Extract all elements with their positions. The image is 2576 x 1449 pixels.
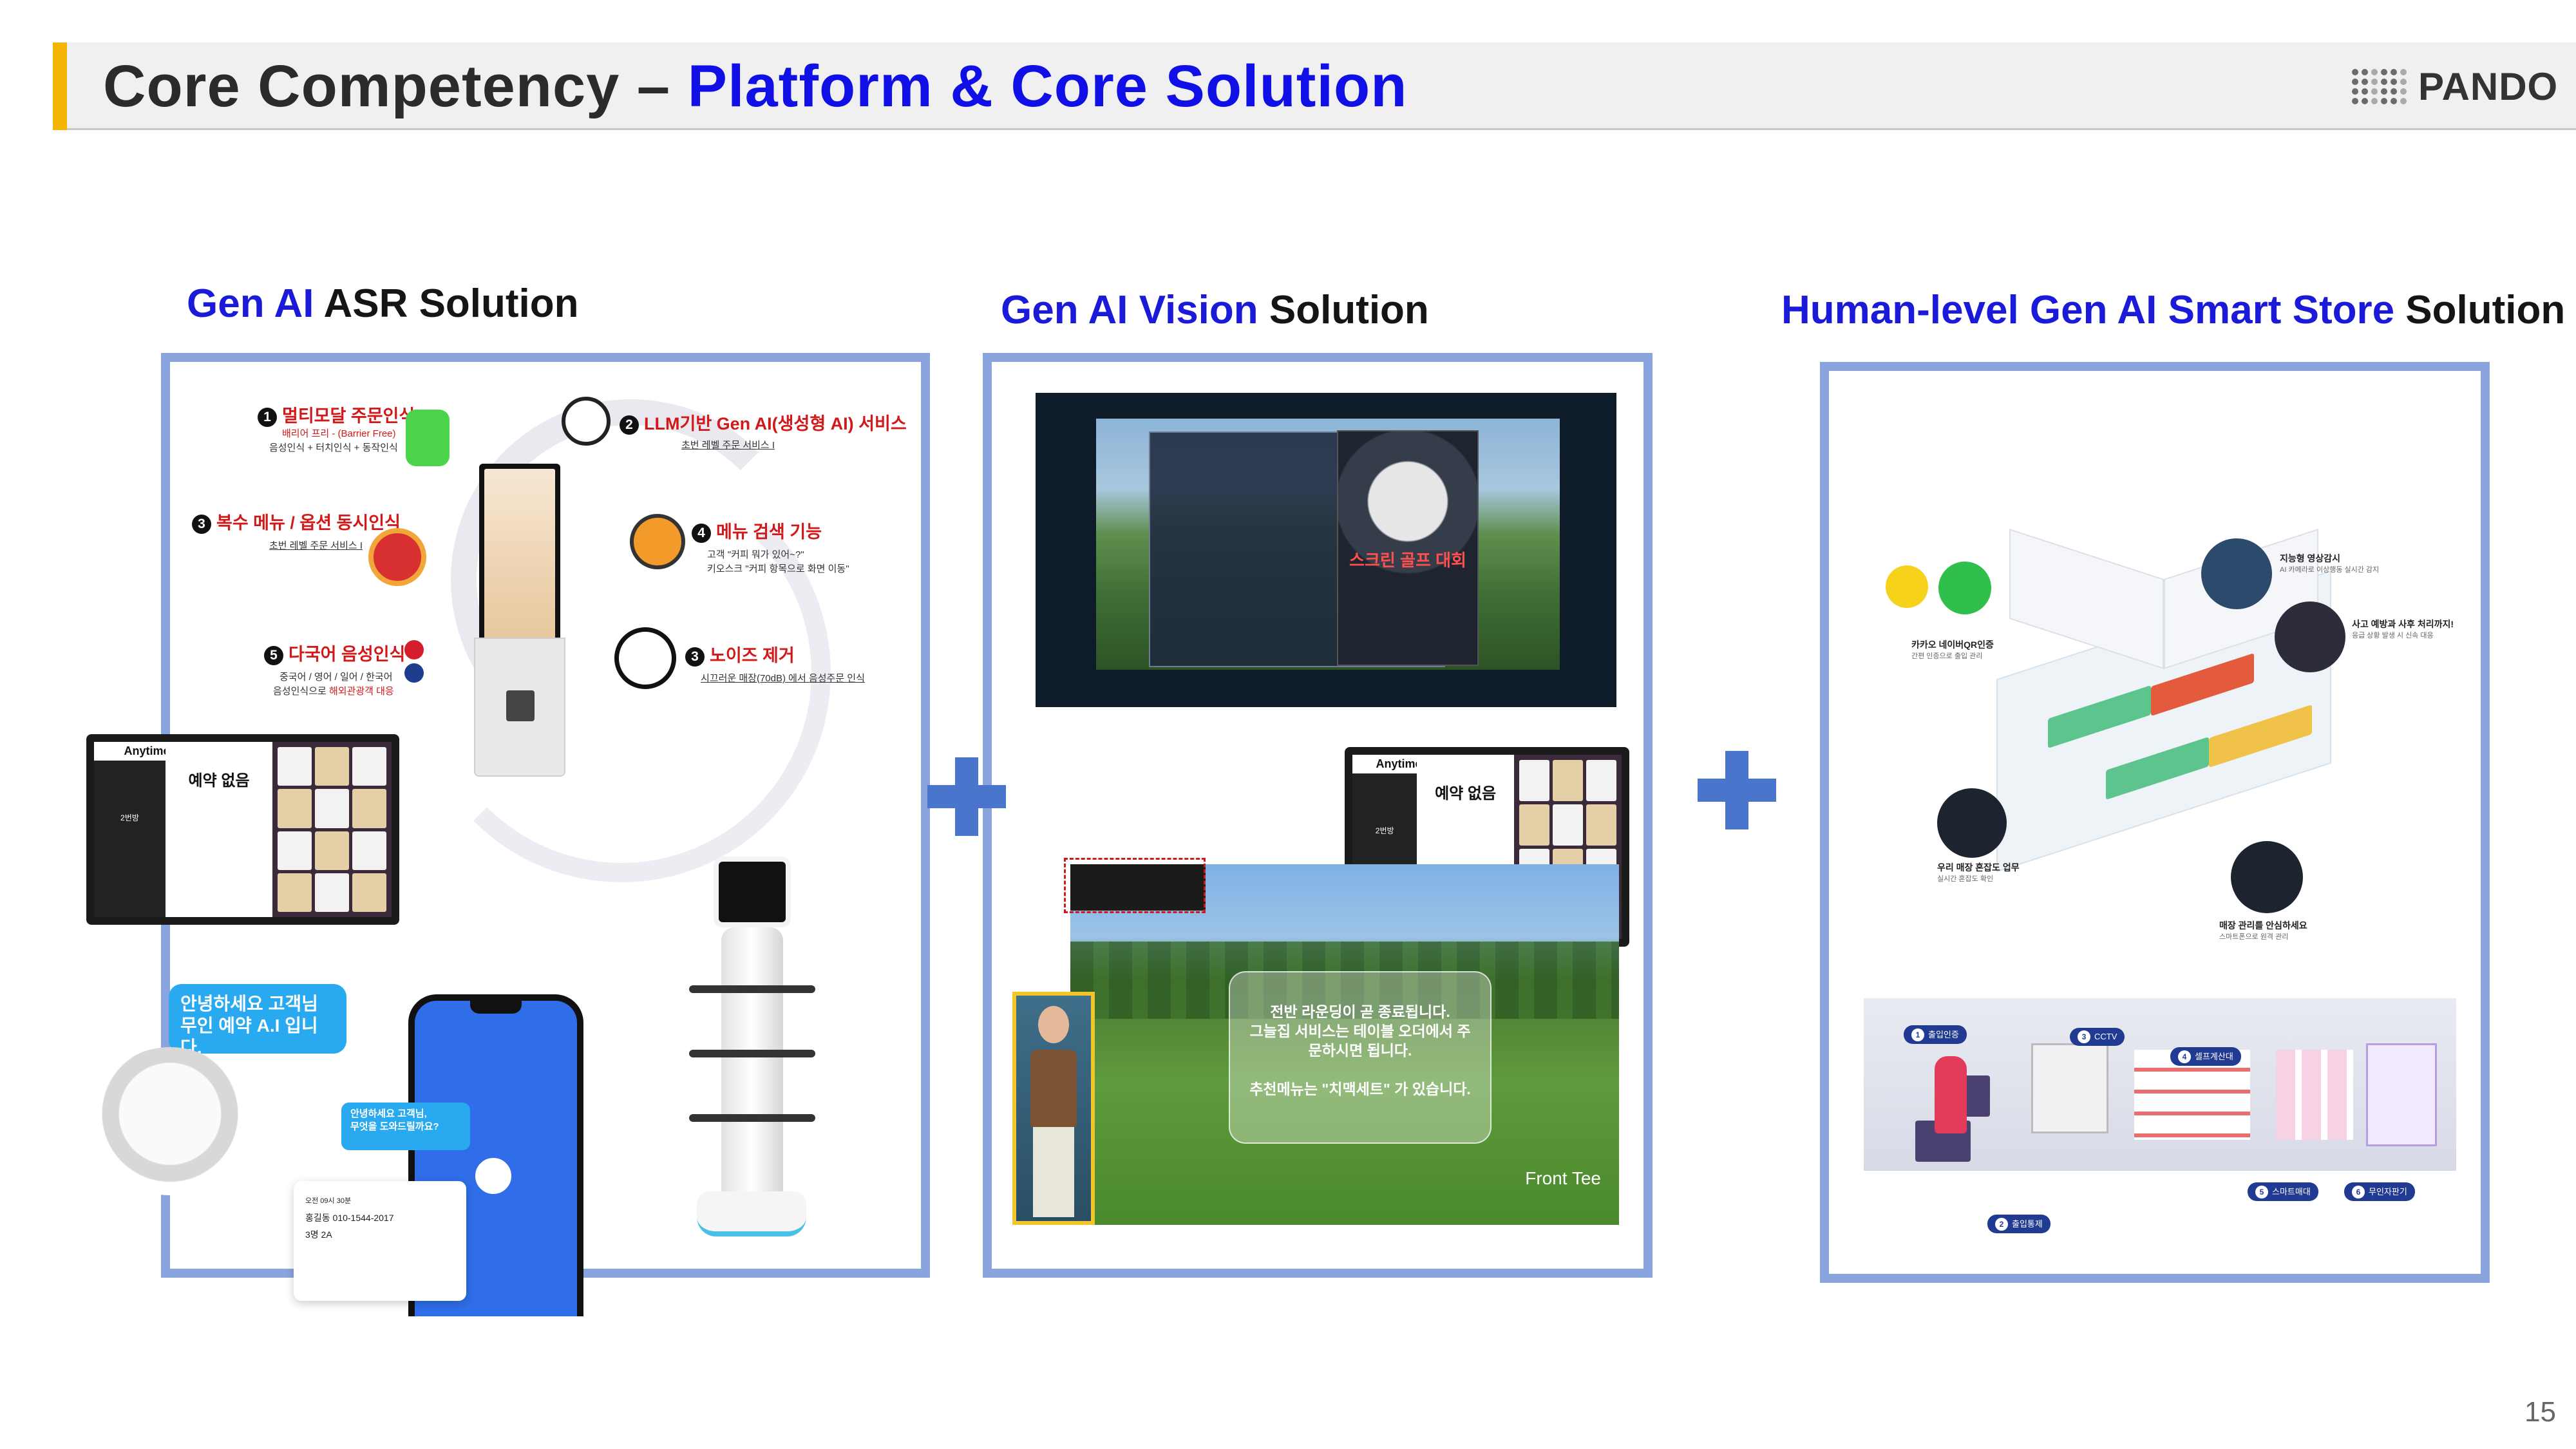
feature-title: 메뉴 검색 기능 xyxy=(716,522,822,542)
store-flow-illustration xyxy=(1864,998,2456,1171)
reservation-card: 오전 09시 30분 홍길동 010-1544-2017 3명 2A xyxy=(294,1181,466,1301)
golf-poster-title: 스크린 골프 대회 xyxy=(1349,551,1466,570)
page-number: 15 xyxy=(2524,1396,2556,1428)
plus-icon xyxy=(1698,751,1776,829)
openai-logo-icon xyxy=(562,397,611,446)
naver-icon xyxy=(1938,562,1991,614)
store-title-rest: Solution xyxy=(2394,288,2566,332)
title-prefix: Core Competency – xyxy=(103,53,688,119)
title-highlight: Platform & Core Solution xyxy=(687,53,1408,119)
chat-icon xyxy=(465,1148,522,1204)
ai-robot-icon xyxy=(93,1047,247,1195)
feature-number: 4 xyxy=(692,523,711,543)
ai-message-overlay: 전반 라운딩이 곧 종료됩니다. 그늘집 서비스는 테이블 오더에서 주 문하시… xyxy=(1229,971,1492,1144)
greeting-bubble: 안녕하세요 고객님 무인 예약 A.I 입니다. xyxy=(169,984,346,1057)
score-hud xyxy=(1070,864,1206,911)
page-title: Core Competency – Platform & Core Soluti… xyxy=(103,53,1407,120)
asr-section-title: Gen AI ASR Solution xyxy=(187,281,579,327)
feature-number: 2 xyxy=(620,415,639,435)
menu-grid xyxy=(272,742,392,917)
tee-label: Front Tee xyxy=(1525,1168,1601,1188)
vision-title-rest: Solution xyxy=(1258,288,1429,332)
vision-title-highlight: Gen AI Vision xyxy=(1001,288,1258,332)
cctv-icon xyxy=(2201,538,2272,609)
feature-sub-link: 초번 레벨 주문 서비스 I xyxy=(269,540,363,551)
store-title-highlight: Human-level Gen AI Smart Store xyxy=(1781,288,2395,332)
feature-sub: 음성인식 + 터치인식 + 동작인식 xyxy=(269,442,398,453)
feature-number: 5 xyxy=(264,645,283,665)
store-section-title: Human-level Gen AI Smart Store Solution xyxy=(1781,287,2565,333)
feature-sub-highlight: 해외관광객 대응 xyxy=(328,686,394,697)
feature-number: 3 xyxy=(192,514,211,534)
feature-sub-link: 시끄러운 매장(70dB) 에서 음성주문 인식 xyxy=(701,673,865,684)
asr-feature-5: 5 다국어 음성인식 중국어 / 영어 / 일어 / 한국어 음성인식으로 해외관… xyxy=(264,640,405,699)
china-flag-icon xyxy=(404,640,424,659)
search-icon xyxy=(368,528,426,586)
tablet-room: 2번방 xyxy=(1375,826,1394,835)
tablet-room: 2번방 xyxy=(120,813,139,822)
tablet-status: 예약 없음 xyxy=(1435,785,1497,802)
feature-title: LLM기반 Gen AI(생성형 AI) 서비스 xyxy=(644,414,907,433)
smart-store-isometric-image xyxy=(1958,529,2370,873)
congestion-icon xyxy=(1937,788,2007,858)
hud-highlight-box xyxy=(1064,858,1206,913)
feature-number: 1 xyxy=(258,407,277,427)
feature-title: 다국어 음성인식 xyxy=(289,645,406,664)
asr-feature-2: 2 LLM기반 Gen AI(생성형 AI) 서비스 초번 레벨 주문 서비스 I xyxy=(620,410,907,453)
serving-robot-image xyxy=(689,857,815,1243)
touch-icon xyxy=(406,410,450,466)
feature-title: 복수 메뉴 / 옵션 동시인식 xyxy=(216,513,401,533)
asr-title-rest: ASR Solution xyxy=(314,281,579,326)
feature-sub: 중국어 / 영어 / 일어 / 한국어 xyxy=(279,672,393,683)
card-party: 3명 2A xyxy=(305,1229,332,1240)
logo-dots-icon xyxy=(2352,69,2407,104)
mute-icon xyxy=(614,627,676,689)
golf-course-screenshot: 전반 라운딩이 곧 종료됩니다. 그늘집 서비스는 테이블 오더에서 주 문하시… xyxy=(1070,864,1619,1225)
feature-sub-highlight: 배리어 프리 - (Barrier Free) xyxy=(282,428,396,439)
feature-sub: 음성인식으로 xyxy=(273,686,329,697)
tablet-status: 예약 없음 xyxy=(188,772,250,790)
remote-manage-icon xyxy=(2231,841,2303,913)
feature-sub-link: 초번 레벨 주문 서비스 I xyxy=(681,440,775,451)
kakao-icon xyxy=(1886,565,1928,608)
store-callout: 사고 예방과 사후 처리까지!응급 상황 발생 시 신속 대응 xyxy=(2352,619,2454,639)
golf-caddy-character xyxy=(1012,992,1095,1225)
card-contact: 홍길동 010-1544-2017 xyxy=(305,1213,394,1223)
assistant-bubble: 안녕하세요 고객님, 무엇을 도와드릴까요? xyxy=(341,1103,470,1150)
header-bar xyxy=(53,43,2576,130)
feature-title: 멀티모달 주문인식 xyxy=(282,406,415,426)
emergency-icon xyxy=(2275,601,2345,672)
feature-number: 3 xyxy=(685,647,705,667)
feature-sub: 고객 "커피 뭐가 있어~?" xyxy=(707,549,804,560)
feature-title: 노이즈 제거 xyxy=(710,646,795,665)
asr-feature-6: 3 노이즈 제거 시끄러운 매장(70dB) 에서 음성주문 인식 xyxy=(685,641,865,686)
plus-icon xyxy=(927,757,1006,836)
asr-title-highlight: Gen AI xyxy=(187,281,314,326)
feature-sub: 키오스크 "커피 항목으로 화면 이동" xyxy=(707,564,849,574)
usa-flag-icon xyxy=(404,663,424,683)
header-accent-bar xyxy=(53,43,67,130)
card-time: 오전 09시 30분 xyxy=(305,1197,352,1205)
vision-section-title: Gen AI Vision Solution xyxy=(1001,287,1429,333)
logo-text: PANDO xyxy=(2418,65,2559,108)
golf-game-menu-screenshot: 스크린 골프 대회 xyxy=(1036,393,1616,707)
pando-logo: PANDO xyxy=(2352,64,2558,109)
info-icon xyxy=(630,514,685,569)
kiosk-image xyxy=(474,464,565,777)
table-order-tablet: AnytimeGolf24 2번방 예약 없음 xyxy=(86,734,399,925)
